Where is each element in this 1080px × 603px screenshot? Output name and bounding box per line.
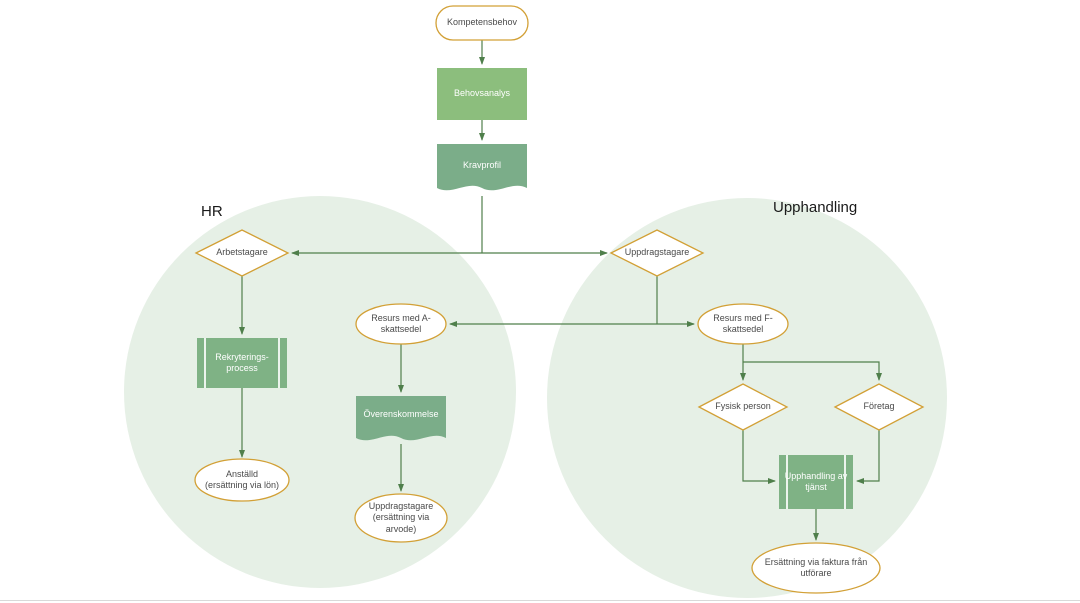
connector-lines bbox=[239, 40, 882, 541]
hr-region-circle bbox=[124, 196, 516, 588]
node-foretag-shape bbox=[833, 383, 925, 431]
node-uppdragstagare-arvode-shape bbox=[354, 493, 448, 543]
node-overenskommelse-shape bbox=[356, 396, 446, 441]
node-uppdragstagare-shape bbox=[609, 229, 705, 277]
edge-resursF-foretag bbox=[743, 361, 882, 381]
node-rekryteringsprocess-shape bbox=[197, 338, 287, 388]
node-resursA-shape bbox=[355, 303, 447, 345]
node-resursF-shape bbox=[697, 303, 789, 345]
node-kompetensbehov-shape bbox=[435, 5, 529, 41]
page-bottom-border bbox=[0, 600, 1080, 601]
node-upphandling-tjanst-shape bbox=[779, 455, 853, 509]
node-arbetstagare-shape bbox=[194, 229, 290, 277]
node-fysisk-person-shape bbox=[697, 383, 789, 431]
node-kravprofil-shape bbox=[437, 144, 527, 191]
node-anstalld-shape bbox=[194, 458, 290, 502]
edge-fysisk-upphandlingtjanst bbox=[742, 430, 776, 484]
node-ersattning-faktura-shape bbox=[751, 542, 881, 594]
node-behovsanalys-shape bbox=[437, 68, 527, 120]
edge-foretag-upphandlingtjanst bbox=[856, 430, 880, 484]
